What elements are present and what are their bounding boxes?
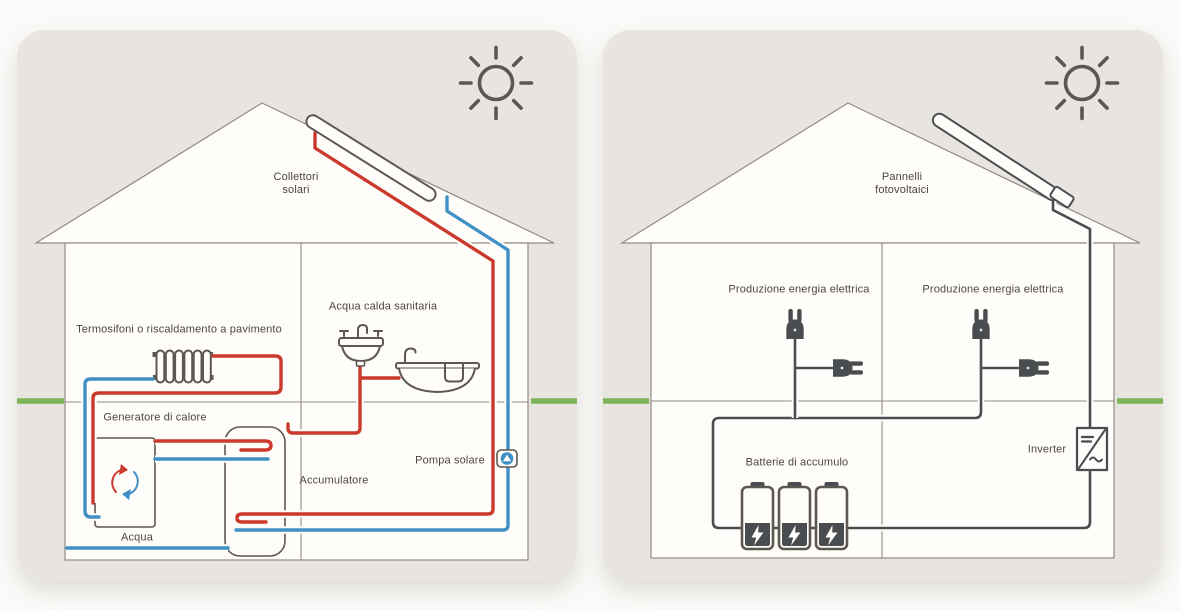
inverter-icon bbox=[1075, 426, 1109, 472]
label-accumulatore: Accumulatore bbox=[299, 474, 369, 487]
battery-icon bbox=[777, 480, 812, 551]
pump-icon bbox=[496, 449, 518, 468]
label-acqua-calda: Acqua calda sanitaria bbox=[328, 300, 438, 313]
left-house-scene bbox=[17, 45, 577, 561]
label-collettori-solari: Collettori solari bbox=[273, 171, 319, 196]
label-produzione-1: Produzione energia elettrica bbox=[728, 283, 870, 296]
sink-icon bbox=[338, 324, 384, 367]
sun-icon bbox=[1044, 45, 1120, 121]
label-batterie: Batterie di accumulo bbox=[745, 456, 849, 469]
boiler-icon bbox=[94, 437, 156, 528]
label-acqua: Acqua bbox=[121, 531, 153, 544]
right-house-scene bbox=[603, 45, 1163, 559]
battery-icon bbox=[740, 480, 775, 551]
label-generatore: Generatore di calore bbox=[103, 411, 207, 424]
label-produzione-2: Produzione energia elettrica bbox=[922, 283, 1064, 296]
heat-cycle-icon bbox=[111, 464, 139, 500]
label-pompa-solare: Pompa solare bbox=[415, 454, 485, 467]
pv-panel bbox=[931, 112, 1075, 209]
label-inverter: Inverter bbox=[1027, 443, 1067, 456]
label-pannelli-fotovoltaici: Pannelli fotovoltaici bbox=[875, 171, 929, 196]
house-outline bbox=[619, 102, 1141, 559]
house-outline bbox=[33, 102, 555, 561]
bathtub-icon bbox=[395, 347, 480, 393]
label-termosifoni: Termosifoni o riscaldamento a pavimento bbox=[76, 323, 282, 336]
solar-collector bbox=[305, 114, 437, 202]
battery-icon bbox=[814, 480, 849, 551]
radiator-icon bbox=[152, 349, 214, 384]
sun-icon bbox=[458, 45, 534, 121]
